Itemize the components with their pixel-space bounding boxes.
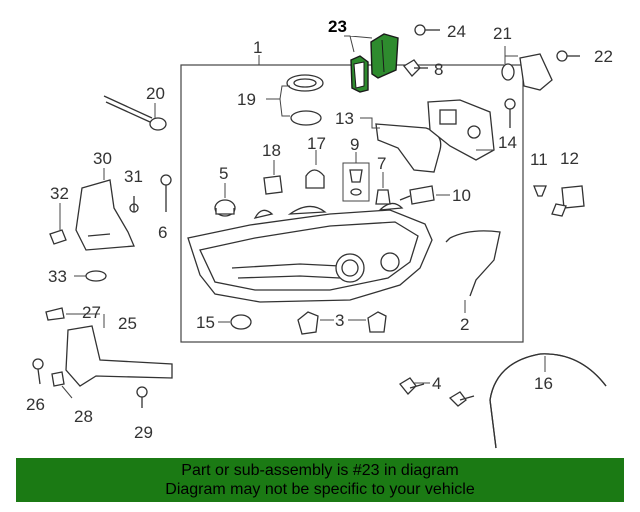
banner-line-1: Part or sub-assembly is #23 in diagram (181, 462, 459, 479)
callout-29: 29 (134, 423, 153, 442)
callout-7: 7 (377, 154, 386, 173)
info-banner: Part or sub-assembly is #23 in diagram D… (16, 458, 624, 502)
gasket-13[interactable] (375, 123, 442, 173)
callout-5: 5 (219, 164, 228, 183)
callout-13: 13 (335, 109, 354, 128)
connector-18[interactable] (263, 175, 283, 195)
callout-28: 28 (74, 407, 93, 426)
callout-20: 20 (146, 84, 165, 103)
callout-21: 21 (493, 24, 512, 43)
callout-6: 6 (158, 223, 167, 242)
callout-18: 18 (262, 141, 281, 160)
control-module-23[interactable] (350, 33, 399, 93)
callout-31: 31 (124, 167, 143, 186)
callout-14: 14 (498, 133, 517, 152)
callout-15: 15 (196, 313, 215, 332)
adjuster-10[interactable] (399, 185, 435, 205)
cap-15[interactable] (230, 314, 252, 330)
module-12[interactable] (551, 185, 585, 217)
socket-kit-9[interactable] (342, 162, 370, 202)
clip-11[interactable] (533, 185, 547, 197)
screw-22[interactable] (556, 50, 580, 62)
bulb-socket-7[interactable] (375, 189, 391, 205)
headlamp-assembly[interactable] (187, 202, 433, 303)
o-ring-33[interactable] (85, 270, 107, 282)
callout-26: 26 (26, 395, 45, 414)
callout-2: 2 (460, 315, 469, 334)
callout-30: 30 (93, 149, 112, 168)
screw-24[interactable] (414, 24, 440, 36)
screw-6[interactable] (160, 174, 172, 212)
bolt-26[interactable] (32, 358, 44, 385)
module-21[interactable] (501, 53, 553, 91)
sensor-20[interactable] (103, 95, 167, 131)
callout-4: 4 (432, 374, 441, 393)
clip-32[interactable] (49, 229, 67, 245)
callout-19: 19 (237, 90, 256, 109)
callout-27: 27 (82, 303, 101, 322)
callout-11: 11 (530, 150, 548, 169)
callout-22: 22 (594, 47, 613, 66)
callout-3: 3 (335, 311, 344, 330)
screw-29[interactable] (136, 386, 148, 408)
callout-24: 24 (447, 22, 466, 41)
callout-17: 17 (307, 134, 326, 153)
callout-32: 32 (50, 184, 69, 203)
rear-housing[interactable] (427, 99, 495, 161)
bolt-pair[interactable] (399, 377, 475, 407)
cap-5[interactable] (214, 199, 236, 217)
callout-1: 1 (253, 38, 262, 57)
callout-9: 9 (350, 135, 359, 154)
parts-diagram: 1 2 3 4 5 6 7 8 9 10 11 12 13 14 15 16 1… (26, 17, 613, 449)
screw-14[interactable] (504, 98, 516, 128)
bracket-25[interactable] (45, 307, 173, 387)
cap-19[interactable] (286, 74, 324, 126)
bracket-pair[interactable] (297, 311, 387, 335)
callout-23: 23 (328, 17, 347, 36)
callout-16: 16 (534, 374, 553, 393)
clip-28[interactable] (51, 371, 65, 387)
screw-31[interactable] (129, 196, 139, 213)
callout-8: 8 (434, 60, 443, 79)
callout-10: 10 (452, 186, 471, 205)
callout-33: 33 (48, 267, 67, 286)
bulb-17[interactable] (305, 169, 325, 189)
bolt-8[interactable] (403, 59, 428, 77)
hose-16[interactable] (489, 353, 607, 449)
callout-25: 25 (118, 314, 137, 333)
wiring-harness[interactable] (445, 230, 501, 297)
callout-12: 12 (560, 149, 579, 168)
banner-line-2: Diagram may not be specific to your vehi… (165, 481, 475, 498)
bracket-30[interactable] (75, 179, 135, 251)
